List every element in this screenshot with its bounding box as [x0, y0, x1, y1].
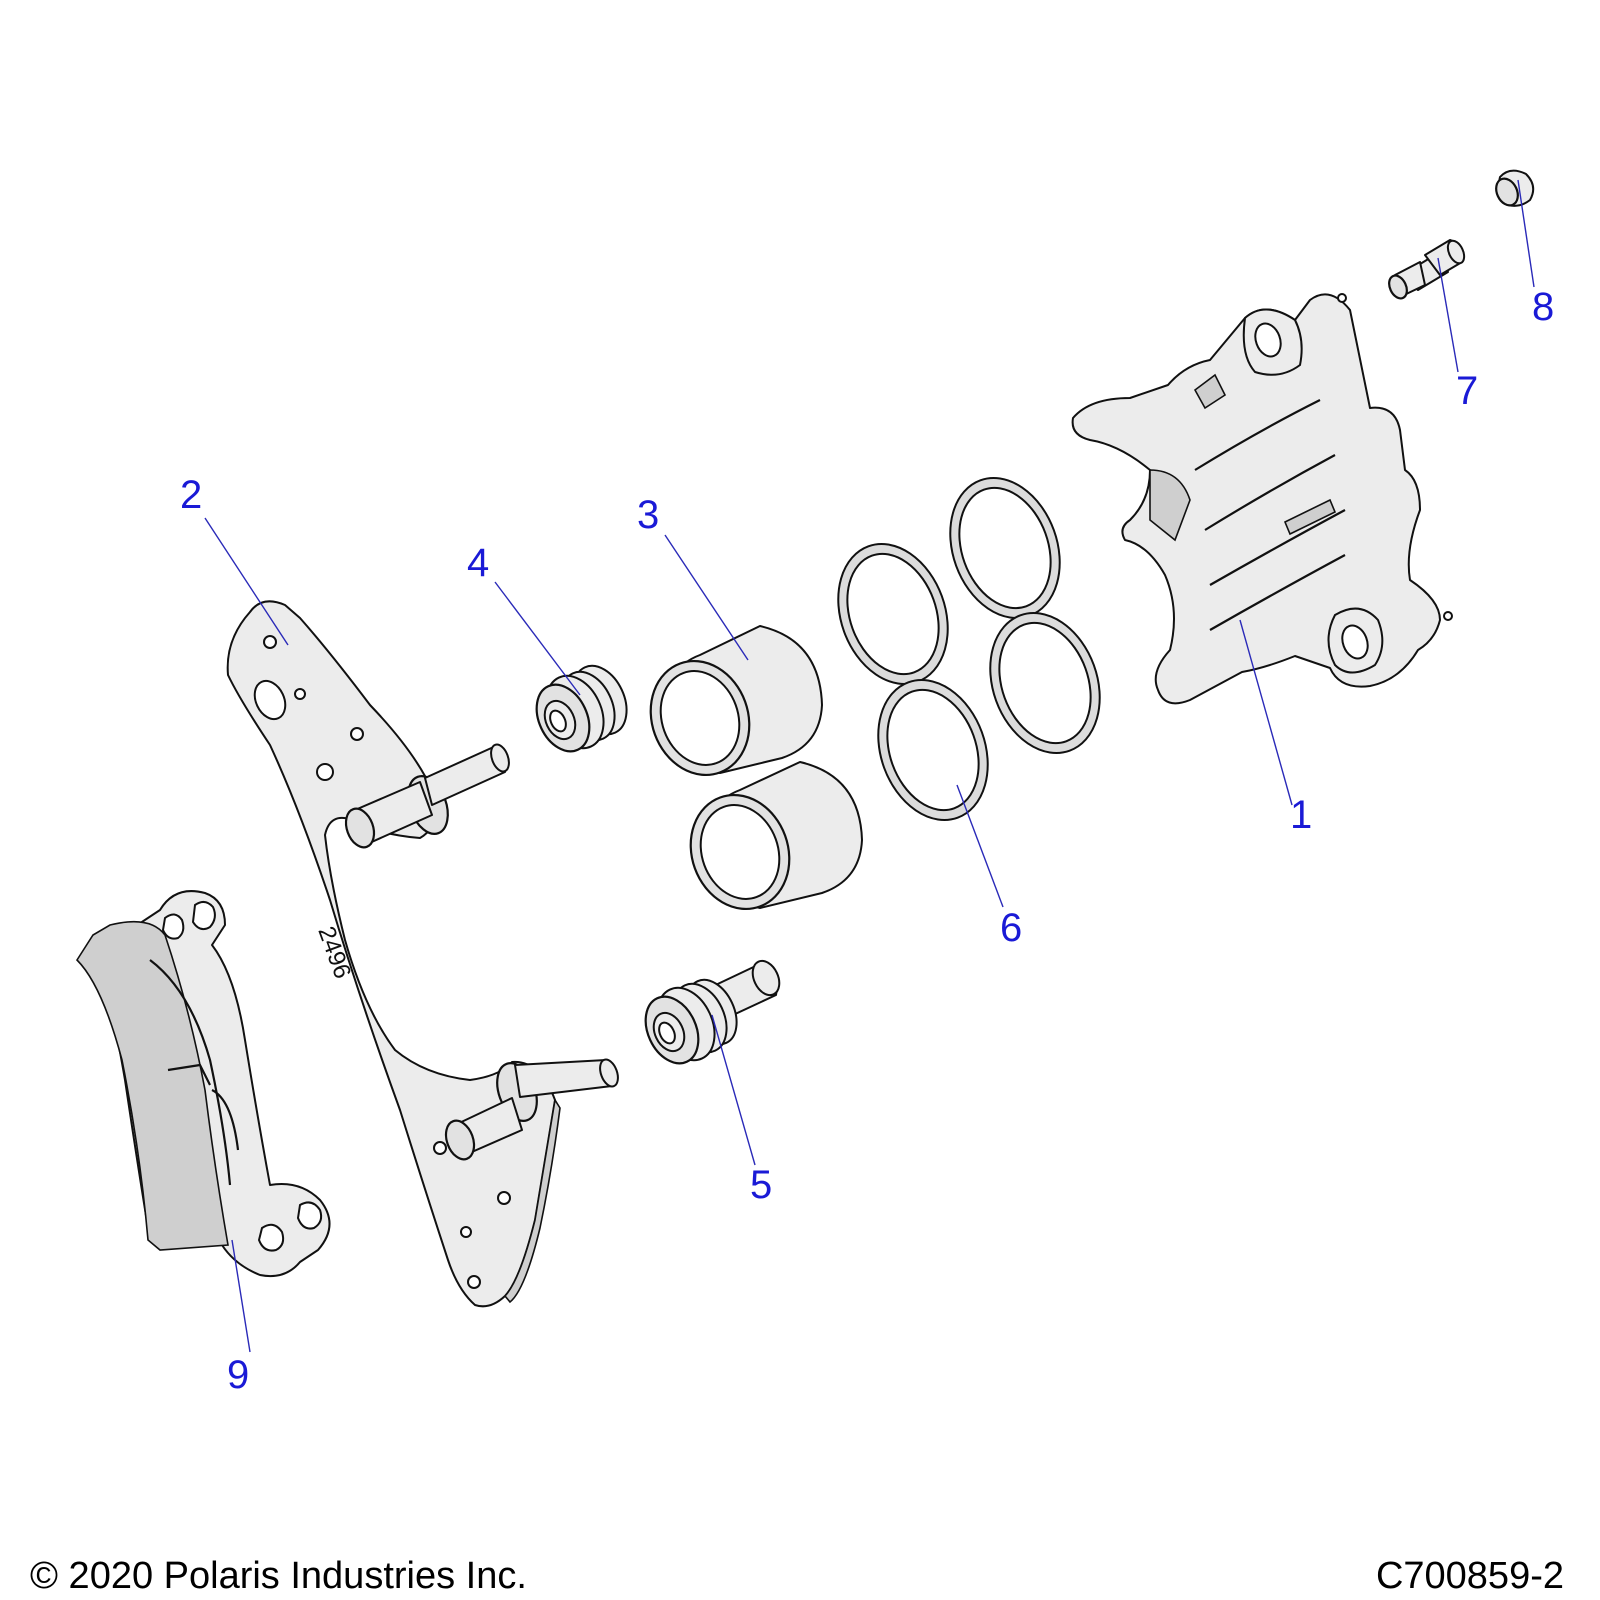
callout-4: 4 [467, 541, 489, 585]
leader-lines [204, 179, 1535, 1353]
callout-2: 2 [180, 473, 202, 517]
leader-line-6 [956, 784, 1004, 908]
callout-7: 7 [1456, 369, 1478, 413]
leader-line-8 [1517, 179, 1535, 288]
slide-pin-boot-part [535, 664, 628, 753]
leader-line-5 [711, 1014, 756, 1166]
caliper-bracket-part: 2496 [226, 600, 619, 1308]
leader-line-2 [204, 517, 289, 646]
bleeder-screw-part [1388, 239, 1466, 300]
copyright-notice: © 2020 Polaris Industries Inc. [30, 1555, 527, 1597]
bleeder-cap-part [1495, 169, 1535, 207]
leader-line-7 [1437, 257, 1459, 373]
bracket-lower-pin [444, 1058, 619, 1161]
piston-part [649, 625, 823, 777]
piston-part-lower [689, 761, 863, 911]
piston-seal-part [837, 477, 1101, 821]
callout-1: 1 [1290, 793, 1312, 837]
leader-line-9 [231, 1239, 251, 1353]
leader-line-3 [664, 534, 749, 661]
bracket-marking: 2496 [312, 923, 356, 982]
callout-9: 9 [227, 1353, 249, 1397]
callouts: 1 2 3 4 5 6 7 8 9 [180, 285, 1554, 1397]
leader-line-4 [494, 581, 581, 696]
callout-5: 5 [750, 1163, 772, 1207]
drawing-number: C700859-2 [1375, 1555, 1564, 1597]
brake-pad-part [75, 890, 331, 1278]
callout-8: 8 [1532, 285, 1554, 329]
caliper-body-part [1071, 293, 1453, 705]
callout-3: 3 [637, 493, 659, 537]
leader-line-1 [1239, 619, 1293, 806]
callout-6: 6 [1000, 906, 1022, 950]
slide-pin-part [644, 959, 781, 1065]
bracket-upper-pin [344, 743, 510, 849]
